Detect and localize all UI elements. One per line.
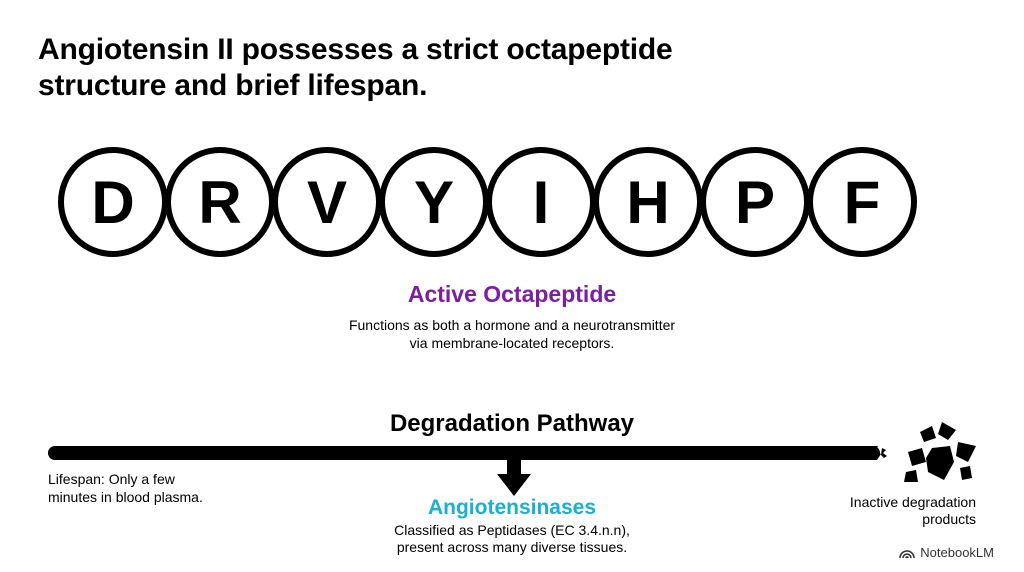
residue-circle-5: I bbox=[486, 147, 596, 257]
residue-circle-1: D bbox=[58, 147, 168, 257]
angiotensinases-heading: Angiotensinases bbox=[427, 496, 597, 519]
residue-circle-7: P bbox=[700, 147, 810, 257]
page-title: Angiotensin II possesses a strict octape… bbox=[38, 32, 938, 104]
title-line-2: structure and brief lifespan. bbox=[38, 69, 428, 102]
degradation-pathway-heading: Degradation Pathway bbox=[389, 410, 635, 437]
degradation-timeline-bar bbox=[48, 446, 880, 460]
residue-circle-3: V bbox=[272, 147, 382, 257]
brand-label: NotebookLM bbox=[920, 545, 994, 560]
inactive-products-label: Inactive degradation products bbox=[796, 494, 976, 528]
enzyme-desc-line-2: present across many diverse tissues. bbox=[396, 539, 628, 555]
notebooklm-logo-icon bbox=[899, 549, 916, 558]
inactive-line-2: products bbox=[922, 511, 976, 527]
lifespan-note: Lifespan: Only a few minutes in blood pl… bbox=[48, 470, 248, 506]
notebooklm-watermark: NotebookLM bbox=[899, 545, 994, 560]
enzyme-desc-line-1: Classified as Peptidases (EC 3.4.n.n), bbox=[394, 522, 630, 538]
residue-circle-4: Y bbox=[379, 147, 489, 257]
active-desc-line-2: via membrane-located receptors. bbox=[409, 335, 615, 351]
angiotensinases-description: Classified as Peptidases (EC 3.4.n.n), p… bbox=[0, 522, 1024, 556]
lifespan-line-1: Lifespan: Only a few bbox=[48, 471, 175, 487]
octapeptide-chain: D R V Y I H P F bbox=[58, 147, 970, 267]
inactive-line-1: Inactive degradation bbox=[849, 494, 976, 510]
active-desc-line-1: Functions as both a hormone and a neurot… bbox=[348, 317, 676, 333]
active-octapeptide-description: Functions as both a hormone and a neurot… bbox=[0, 316, 1024, 352]
residue-circle-8: F bbox=[807, 147, 917, 257]
down-arrow-icon bbox=[497, 456, 531, 496]
title-line-1: Angiotensin II possesses a strict octape… bbox=[38, 33, 673, 66]
residue-circle-6: H bbox=[593, 147, 703, 257]
residue-circle-2: R bbox=[165, 147, 275, 257]
lifespan-line-2: minutes in blood plasma. bbox=[48, 489, 203, 505]
bar-break-icon bbox=[872, 446, 887, 460]
degradation-fragments-icon bbox=[904, 422, 976, 482]
active-octapeptide-heading: Active Octapeptide bbox=[407, 281, 617, 307]
